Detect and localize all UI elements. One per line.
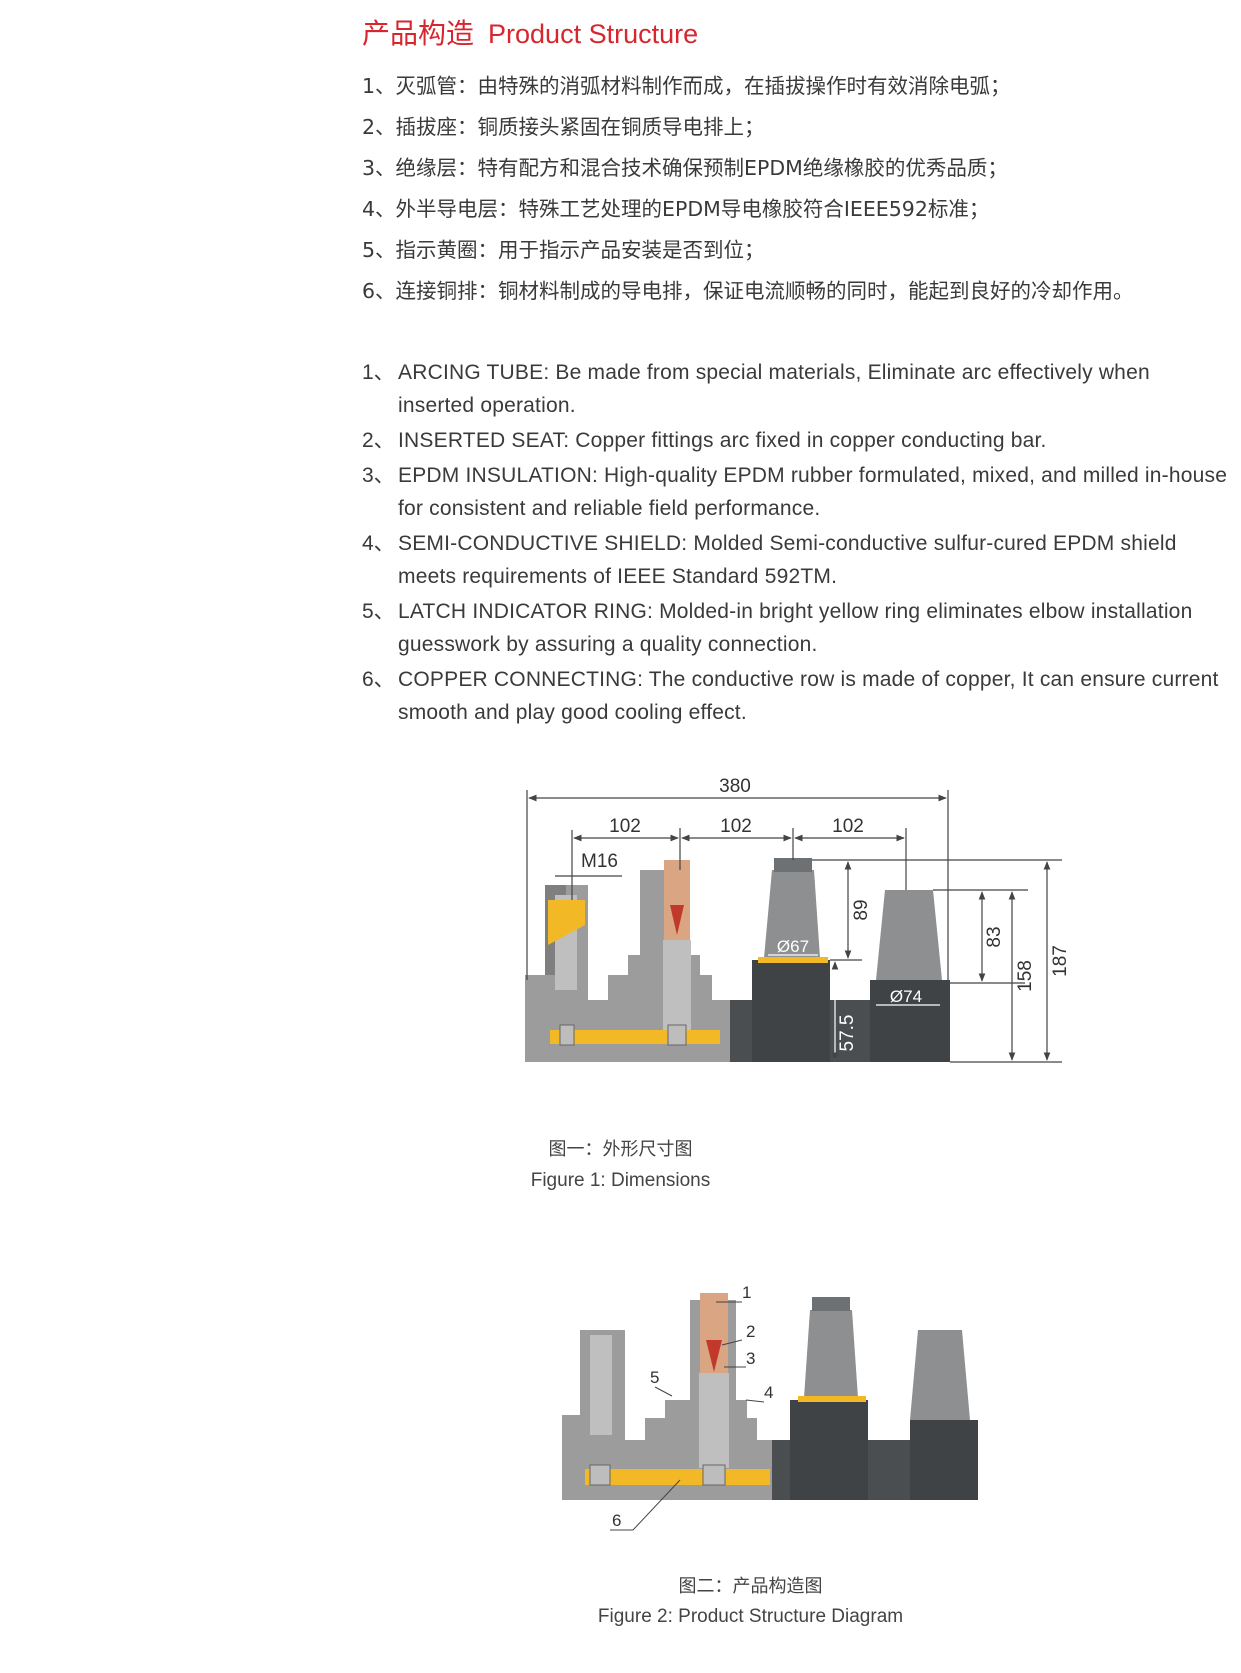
fig2-callout-3: 3 [746,1349,755,1368]
fig2-leader-2 [721,1339,743,1346]
section-title-cn: 产品构造 [362,17,475,50]
figure-1-caption-en: Figure 1: Dimensions [530,1170,711,1191]
fig1-left-yellow-cut [548,900,585,945]
fig1-label-89: 89 [851,899,872,920]
en-item-num: 1、 [362,361,395,384]
fig1-label-187: 187 [1050,945,1071,977]
en-item-4: 4、SEMI-CONDUCTIVE SHIELD: Molded Semi-co… [362,527,1232,593]
fig1-copper-bar [550,1030,720,1044]
cn-item-6: 6、连接铜排：铜材料制成的导电排，保证电流顺畅的同时，能起到良好的冷却作用。 [362,279,1134,303]
fig1-label-m16: M16 [581,851,618,872]
section-title-en: Product Structure [488,19,699,49]
cn-item-2: 2、插拔座：铜质接头紧固在铜质导电排上； [362,115,765,139]
en-item-text: ARCING TUBE: Be made from special materi… [398,361,1150,417]
figure-2-caption-en: Figure 2: Product Structure Diagram [597,1606,904,1627]
fig1-bushing-threads [667,1024,687,1046]
en-item-text: COPPER CONNECTING: The conductive row is… [398,668,1219,724]
fig1-dimension-lines [526,790,1062,1063]
en-item-num: 3、 [362,464,395,487]
fig1-yellow-ring [758,957,828,963]
en-item-num: 2、 [362,429,395,452]
fig1-label-102-a: 102 [609,816,641,837]
fig1-label-102-b: 102 [720,816,752,837]
fig2-left-stud [590,1335,612,1435]
fig1-label-57-5: 57.5 [837,1015,858,1052]
figure-1-caption-cn: 图一：外形尺寸图 [548,1139,693,1160]
fig2-callout-5: 5 [650,1368,659,1387]
figure-2-caption-cn: 图二：产品构造图 [678,1576,823,1597]
fig1-bushing-insert [663,940,691,1030]
en-item-2: 2、INSERTED SEAT: Copper fittings arc fix… [362,424,1232,457]
cn-item-4: 4、外半导电层：特殊工艺处理的EPDM导电橡胶符合IEEE592标准； [362,197,990,221]
en-item-num: 5、 [362,600,395,623]
fig1-label-dia-67: Ø67 [777,937,809,956]
cn-feature-list: 1、灭弧管：由特殊的消弧材料制作而成，在插拔操作时有效消除电弧； 2、插拔座：铜… [362,66,1241,312]
en-item-text: LATCH INDICATOR RING: Molded-in bright y… [398,600,1193,656]
fig1-label-dia-74: Ø74 [890,987,922,1006]
en-feature-list: 1、ARCING TUBE: Be made from special mate… [362,356,1232,731]
cn-item-1: 1、灭弧管：由特殊的消弧材料制作而成，在插拔操作时有效消除电弧； [362,74,1011,98]
fig1-label-83: 83 [984,926,1005,947]
fig1-dimension-labels: 380 102 102 102 M16 89 Ø67 83 Ø74 158 18… [581,776,1071,1051]
fig2-left-threads [589,1464,611,1486]
fig1-tulip-contact [670,905,684,935]
fig1-bushing-4-body [870,980,950,1062]
fig1-bushing-3-body [752,960,830,1062]
fig2-callout-6: 6 [612,1511,621,1530]
en-item-6: 6、COPPER CONNECTING: The conductive row … [362,663,1232,729]
fig2-callout-1: 1 [742,1283,751,1302]
cn-item-5: 5、指示黄圈：用于指示产品安装是否到位； [362,238,765,262]
fig2-callout-labels: 1 2 3 4 5 6 [612,1283,773,1530]
fig1-body [525,858,950,1062]
fig2-bushing-4-cone [910,1330,970,1420]
fig1-label-380: 380 [719,776,751,797]
fig2-bushing-threads [702,1464,726,1486]
fig1-bushing-3-cap [774,858,812,872]
fig2-leader-4 [745,1399,765,1403]
figure-2-structure-diagram: 1 2 3 4 5 6 [562,1283,978,1531]
en-item-text: INSERTED SEAT: Copper fittings arc fixed… [398,429,1047,452]
en-item-5: 5、LATCH INDICATOR RING: Molded-in bright… [362,595,1232,661]
fig1-left-threads [559,1024,575,1046]
fig1-label-158: 158 [1015,960,1036,992]
fig2-callout-4: 4 [764,1383,773,1402]
en-item-text: EPDM INSULATION: High-quality EPDM rubbe… [398,464,1228,520]
en-item-num: 4、 [362,532,395,555]
fig2-bushing-3-body [790,1400,868,1500]
fig2-yellow-ring [798,1396,866,1402]
en-item-1: 1、ARCING TUBE: Be made from special mate… [362,356,1232,422]
fig2-bushing-insert [699,1373,729,1468]
en-item-text: SEMI-CONDUCTIVE SHIELD: Molded Semi-cond… [398,532,1177,588]
fig2-tulip-contact [706,1340,722,1372]
fig2-leader-lines [610,1301,765,1531]
fig2-leader-6 [632,1479,681,1531]
fig2-callout-2: 2 [746,1322,755,1341]
en-item-3: 3、EPDM INSULATION: High-quality EPDM rub… [362,459,1232,525]
fig1-bushing-3-cone [764,870,820,958]
fig1-bushing-4-cone [876,890,942,980]
fig2-bushing-4-body [910,1420,978,1500]
section-title: 产品构造 Product Structure [362,12,698,52]
fig1-label-102-c: 102 [832,816,864,837]
fig2-leader-5 [654,1386,673,1397]
cn-item-3: 3、绝缘层：特有配方和混合技术确保预制EPDM绝缘橡胶的优秀品质； [362,156,1008,180]
en-item-num: 6、 [362,668,395,691]
fig2-bushing-3-cone [804,1310,858,1398]
fig2-bushing-3-cap [812,1297,850,1311]
